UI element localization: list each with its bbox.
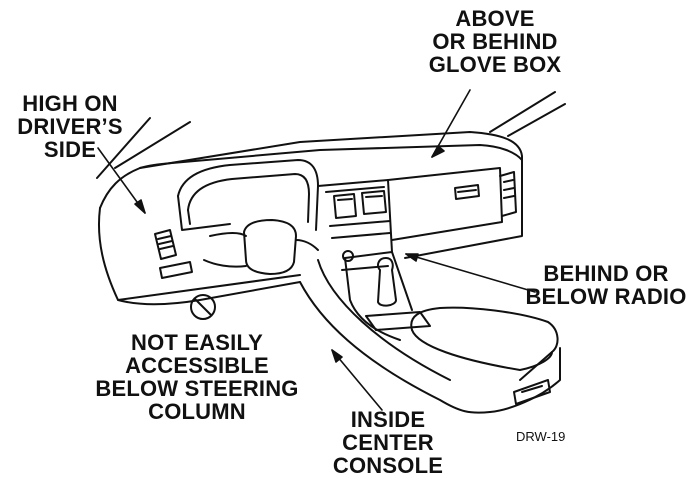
label-radio-line-2: BELOW RADIO [525, 284, 687, 309]
label-glove-box-line-2: OR BEHIND [432, 29, 558, 54]
label-driver-side-line-1: HIGH ON [22, 91, 118, 116]
label-steering-line-3: BELOW STEERING [95, 376, 299, 401]
label-steering-column: NOT EASILY ACCESSIBLE BELOW STEERING COL… [62, 331, 332, 423]
label-radio: BEHIND OR BELOW RADIO [521, 262, 691, 308]
label-console-line-3: CONSOLE [332, 453, 444, 477]
label-radio-line-1: BEHIND OR [543, 261, 669, 286]
center-console [299, 251, 561, 414]
label-steering-line-2: ACCESSIBLE [125, 353, 269, 378]
steering-wheel [203, 219, 319, 275]
center-stack [317, 179, 393, 271]
dashboard-body [97, 131, 523, 306]
label-steering-line-4: COLUMN [148, 399, 246, 424]
instrument-cluster [177, 159, 319, 231]
windshield-lines [96, 91, 566, 179]
label-driver-side: HIGH ON DRIVER’S SIDE [4, 92, 136, 161]
drawing-code: DRW-19 [516, 429, 566, 444]
label-glove-box: ABOVE OR BEHIND GLOVE BOX [395, 7, 595, 76]
console-arrow [331, 349, 383, 411]
label-driver-side-line-3: SIDE [43, 137, 97, 162]
radio-arrow [405, 253, 536, 293]
glove-box [387, 167, 517, 241]
label-glove-box-line-3: GLOVE BOX [428, 52, 562, 77]
driver-vent [154, 229, 193, 279]
label-steering-line-1: NOT EASILY [131, 330, 263, 355]
prohibited-icon [190, 294, 216, 320]
callout-arrows [97, 89, 536, 411]
label-console-line-2: CENTER [342, 430, 434, 455]
label-center-console: INSIDE CENTER CONSOLE [318, 408, 458, 477]
label-driver-side-line-2: DRIVER’S [17, 114, 123, 139]
label-console-line-1: INSIDE [350, 407, 426, 432]
label-glove-box-line-1: ABOVE [455, 6, 535, 31]
